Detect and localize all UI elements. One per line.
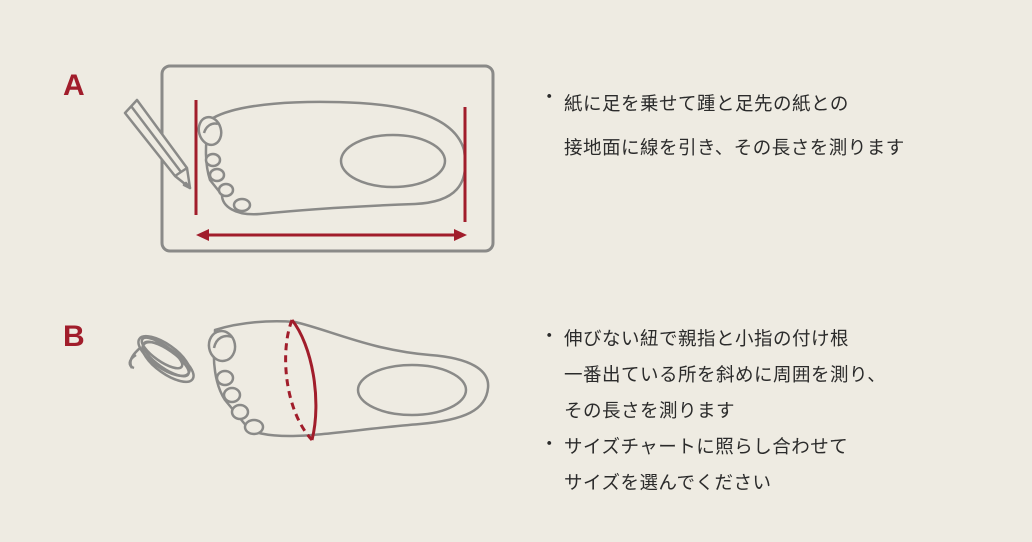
third-toe [208,167,226,183]
instruction-item: サイズチャートに照らし合わせて サイズを選んでください [540,430,886,502]
instruction-line: 一番出ている所を斜めに周囲を測り、 [564,365,887,386]
string-coil-icon [128,334,195,384]
instruction-line: 紙に足を乗せて踵と足先の紙との [564,94,849,115]
method-b-label: B [63,320,85,353]
length-marks [194,100,467,241]
method-b-instructions: 伸びない紐で親指と小指の付け根 一番出ている所を斜めに周囲を測り、 その長さを測… [540,322,886,502]
method-a-instructions: 紙に足を乗せて踵と足先の紙との 接地面に線を引き、その長さを測ります [540,83,905,171]
third-toe [222,386,242,404]
instruction-line: その長さを測ります [564,401,736,422]
instruction-line: サイズを選んでください [564,473,772,494]
method-a-illustration [123,64,495,253]
little-toe [243,418,265,436]
instruction-line: サイズチャートに照らし合わせて [564,437,849,458]
girth-marks [284,319,318,442]
instruction-item: 伸びない紐で親指と小指の付け根 一番出ている所を斜めに周囲を測り、 その長さを測… [540,322,886,430]
arrowhead-right [454,229,467,241]
second-toe [204,152,222,168]
sole-pad [356,363,468,417]
fourth-toe [230,403,250,421]
girth-line-front [290,319,318,441]
instruction-item: 紙に足を乗せて踵と足先の紙との 接地面に線を引き、その長さを測ります [540,83,905,171]
method-b-illustration [128,319,490,442]
little-toe [232,197,252,213]
arrowhead-left [196,229,209,241]
foot-outline-b [207,320,490,438]
big-toe [207,329,237,363]
fourth-toe [217,182,235,198]
instruction-line: 接地面に線を引き、その長さを測ります [564,138,905,159]
instruction-line: 伸びない紐で親指と小指の付け根 [564,329,850,350]
method-a-label: A [63,69,85,102]
sole-pad [339,133,447,189]
pencil-icon [123,98,192,190]
foot-outline-a [197,100,467,216]
girth-line-back [284,319,314,442]
second-toe [215,369,235,387]
